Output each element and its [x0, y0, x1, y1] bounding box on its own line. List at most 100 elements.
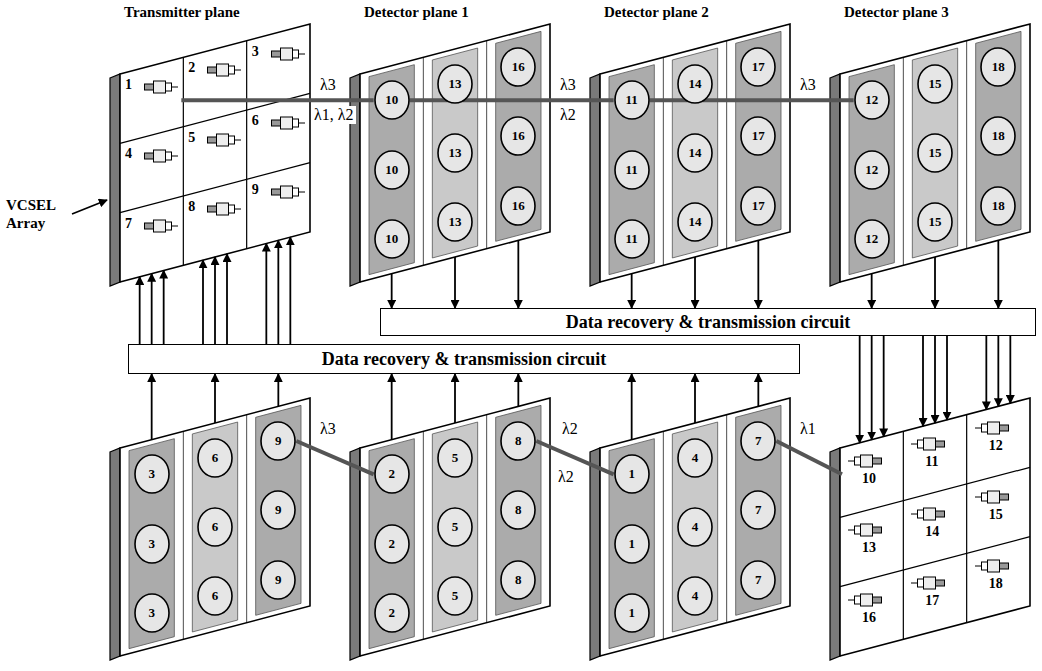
detector-plane: 147147147	[590, 398, 790, 660]
detector-circle: 16	[500, 116, 536, 156]
cell-number: 18	[969, 555, 1028, 592]
detector-circle: 9	[260, 421, 296, 461]
signal-arrow	[871, 274, 873, 308]
signal-arrow	[517, 374, 519, 406]
detector-number: 6	[212, 450, 219, 466]
detector-number: 18	[992, 128, 1005, 144]
signal-arrow	[289, 237, 291, 344]
detector-number: 9	[275, 572, 282, 588]
detector-circle: 11	[614, 80, 650, 120]
detector-number: 2	[388, 466, 395, 482]
vcsel-cell: 12	[969, 417, 1028, 466]
signal-arrow	[454, 374, 456, 423]
detector-number: 16	[512, 59, 525, 75]
signal-arrow	[883, 336, 885, 437]
detector-number: 7	[755, 433, 762, 449]
detector-circle: 16	[500, 47, 536, 87]
vcsel-cell: 14	[905, 503, 964, 552]
vcsel-icon	[848, 522, 882, 538]
vcsel-cell: 11	[905, 433, 964, 482]
wavelength-label: λ3	[798, 76, 818, 94]
circuit-label: Data recovery & transmission circuit	[322, 349, 606, 369]
detector-circle: 12	[854, 80, 890, 120]
detector-number: 5	[452, 450, 459, 466]
signal-arrow	[517, 240, 519, 308]
wavelength-label: λ2	[558, 106, 578, 124]
cell-number: 4	[122, 145, 181, 162]
transmitter-plane: Transmitter plane123456789	[110, 2, 310, 286]
detector-circle: 15	[917, 202, 953, 242]
signal-arrow	[277, 374, 279, 406]
vcsel-icon	[207, 62, 241, 78]
detector-number: 15	[929, 76, 942, 92]
detector-number: 1	[628, 605, 635, 621]
light-beam	[181, 98, 373, 102]
detector-number: 17	[752, 59, 765, 75]
cell-number: 14	[905, 503, 964, 540]
vcsel-icon	[848, 453, 882, 469]
signal-arrow	[985, 336, 987, 409]
plane-title: Detector plane 3	[830, 2, 1030, 22]
detector-number: 12	[865, 92, 878, 108]
vcsel-cell: 3	[249, 43, 308, 92]
detector-number: 7	[755, 572, 762, 588]
signal-arrow	[277, 240, 279, 344]
detector-number: 15	[929, 214, 942, 230]
detector-plane: Detector plane 1101316101316101316	[350, 2, 550, 286]
vcsel-icon	[975, 489, 1009, 505]
detector-number: 3	[148, 605, 155, 621]
detector-number: 12	[865, 162, 878, 178]
detector-circle: 6	[197, 507, 233, 547]
vcsel-cell: 5	[185, 129, 244, 178]
signal-arrow	[454, 257, 456, 308]
cell-number: 7	[122, 215, 181, 232]
vcsel-cell: 13	[842, 519, 901, 568]
cell-number: 17	[905, 572, 964, 609]
detector-number: 12	[865, 231, 878, 247]
detector-circle: 13	[437, 133, 473, 173]
cell-number: 2	[185, 59, 244, 76]
vcsel-icon	[144, 79, 178, 95]
detector-plane: 369369369	[110, 398, 310, 660]
plane-title: Transmitter plane	[110, 2, 310, 22]
wavelength-label: λ3	[558, 76, 578, 94]
cell-number: 15	[969, 486, 1028, 523]
circuit-label: Data recovery & transmission circuit	[566, 312, 850, 332]
vcsel-cell: 4	[122, 145, 181, 194]
detector-circle: 2	[374, 524, 410, 564]
signal-arrow	[151, 274, 153, 344]
signal-arrow	[997, 240, 999, 308]
detector-circle: 16	[500, 186, 536, 226]
array-label: VCSEL Array	[6, 196, 70, 232]
vcsel-icon	[911, 506, 945, 522]
detector-circle: 13	[437, 202, 473, 242]
detector-circle: 17	[740, 116, 776, 156]
plane-title: Detector plane 2	[590, 2, 790, 22]
vcsel-cell: 16	[842, 589, 901, 638]
signal-arrow	[1009, 336, 1011, 403]
detector-circle: 4	[677, 576, 713, 616]
detector-number: 9	[275, 433, 282, 449]
detector-number: 4	[692, 519, 699, 535]
signal-arrow	[139, 277, 141, 344]
detector-number: 10	[385, 162, 398, 178]
vcsel-icon	[271, 115, 305, 131]
detector-number: 3	[148, 536, 155, 552]
cell-number: 6	[249, 112, 308, 129]
detector-circle: 2	[374, 454, 410, 494]
detector-number: 1	[628, 466, 635, 482]
wavelength-label: λ2	[556, 468, 576, 486]
detector-number: 14	[689, 214, 702, 230]
detector-circle: 8	[500, 560, 536, 600]
detector-circle: 1	[614, 454, 650, 494]
signal-arrow	[214, 257, 216, 344]
signal-arrow	[151, 374, 153, 440]
vcsel-icon	[144, 148, 178, 164]
signal-arrow	[265, 243, 267, 344]
signal-arrow	[871, 336, 873, 440]
detector-number: 18	[992, 59, 1005, 75]
signal-arrow	[391, 274, 393, 308]
detector-circle: 9	[260, 560, 296, 600]
vcsel-icon	[144, 218, 178, 234]
vcsel-icon	[848, 592, 882, 608]
